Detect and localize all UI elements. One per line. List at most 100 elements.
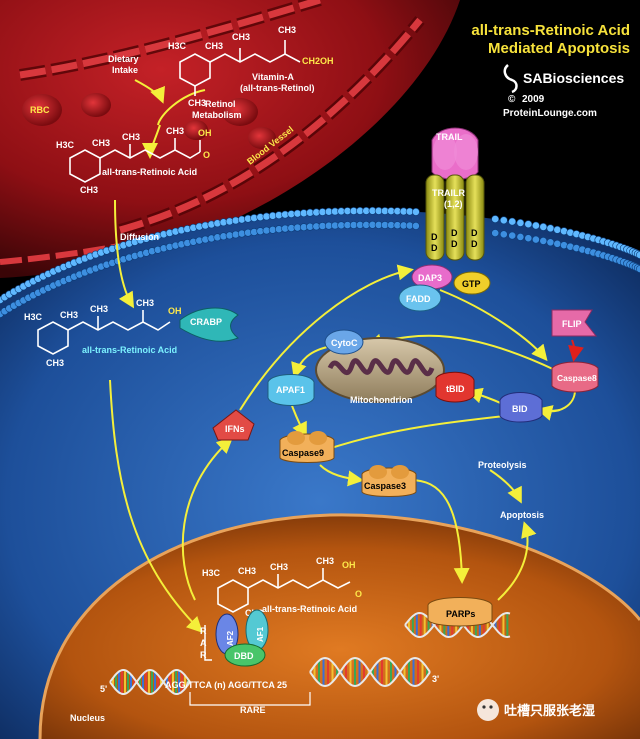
death-domain: D	[431, 243, 438, 253]
title-line-1: all-trans-Retinoic Acid	[471, 22, 630, 39]
header: all-trans-Retinoic Acid Mediated Apoptos…	[471, 22, 630, 119]
death-domain: D	[471, 228, 478, 238]
mitochondrion-label: Mitochondrion	[350, 395, 413, 405]
trailr-chain	[465, 174, 485, 261]
arrow-proteolysis-apoptosis	[489, 469, 522, 504]
chem-ch3: CH3	[136, 298, 154, 308]
chem-ch2oh: CH2OH	[302, 56, 334, 66]
retinoic-acid-vessel-label: all-trans-Retinoic Acid	[102, 167, 197, 177]
nucleus-label: Nucleus	[70, 713, 105, 723]
crabp-label: CRABP	[190, 317, 222, 327]
copyright-year: 2009	[522, 94, 545, 105]
arrow-dap3-casp8	[439, 289, 548, 362]
chem-o: O	[355, 589, 362, 599]
arrow-to-ifns	[181, 437, 233, 601]
arrow-ifn-trail	[239, 264, 414, 411]
retinoic-acid-structure-nucleus	[217, 568, 351, 613]
rare-bracket	[189, 692, 311, 706]
chem-ch3: CH3	[166, 126, 184, 136]
death-domain: D	[451, 228, 458, 238]
gtp-node	[453, 271, 491, 295]
death-domain: D	[471, 239, 478, 249]
title-line-2: Mediated Apoptosis	[488, 40, 630, 57]
cytoc-node	[324, 329, 364, 355]
chem-ch3: CH3	[316, 556, 334, 566]
apaf1-node	[267, 374, 315, 406]
death-domain: D	[451, 239, 458, 249]
chem-ch3: CH3	[205, 41, 223, 51]
bid-node	[499, 392, 543, 423]
brand-logo: SABiosciences	[503, 64, 624, 94]
rbc-cell	[184, 120, 208, 140]
death-domain: D	[431, 232, 438, 242]
brand-name: SABiosciences	[523, 70, 624, 86]
retinoic-acid-structure-vessel	[69, 138, 201, 183]
caspase8-node	[551, 361, 599, 393]
trail-label: TRAIL	[436, 132, 463, 142]
arrow-diffusion	[114, 199, 135, 309]
chem-o: O	[203, 150, 210, 160]
diffusion-label: Diffusion	[120, 232, 159, 242]
rar-letter: R	[200, 650, 207, 660]
trailr-label: TRAILR	[432, 188, 465, 198]
cytoc-label: CytoC	[331, 338, 358, 348]
rbc-cell	[248, 127, 276, 149]
crabp-protein	[179, 307, 239, 342]
chem-ch3: CH3	[92, 138, 110, 148]
arrow-casp3-parps	[409, 479, 470, 584]
chem-ch3: CH3	[232, 32, 250, 42]
parps-node	[427, 597, 493, 627]
brand-icon	[503, 64, 518, 94]
trailr-chain	[445, 174, 465, 261]
cell-membrane	[0, 206, 640, 318]
rar-letter: R	[200, 626, 207, 636]
ifns-label: IFNs	[225, 424, 245, 434]
chem-oh: OH	[168, 306, 182, 316]
chem-ch3: CH3	[238, 566, 256, 576]
retinol-metabolism-line1: Retinol	[205, 99, 236, 109]
chem-h3c: H3C	[168, 41, 187, 51]
rbc-cell	[22, 94, 62, 126]
dietary-intake-line1: Dietary	[108, 54, 139, 64]
vitamin-a-structure	[179, 40, 301, 96]
dbd-domain	[224, 643, 266, 667]
copyright-symbol: ©	[508, 94, 516, 105]
dbd-label: DBD	[234, 651, 254, 661]
parps-label: PARPs	[446, 609, 475, 619]
trail-receptor-complex	[425, 127, 485, 261]
caspase9-label: Caspase9	[282, 448, 324, 458]
apaf1-label: APAF1	[276, 385, 305, 395]
trailr-subunits: (1,2)	[444, 199, 463, 209]
arrow-to-nucleus	[109, 379, 203, 633]
chem-h3c: H3C	[56, 140, 75, 150]
chem-ch3: CH3	[80, 185, 98, 195]
flip-label: FLIP	[562, 319, 582, 329]
arrow-vitamin	[157, 89, 206, 126]
rbc-cell	[81, 93, 111, 117]
dap3-label: DAP3	[418, 273, 442, 283]
retinol-metabolism-line2: Metabolism	[192, 110, 242, 120]
copyright-site: ProteinLounge.com	[503, 108, 597, 119]
rar-bracket	[204, 625, 212, 661]
chem-ch3: CH3	[60, 310, 78, 320]
watermark: 吐槽只服张老湿	[477, 699, 595, 721]
wechat-icon	[477, 699, 499, 721]
gtp-label: GTP	[462, 279, 481, 289]
arrow-flip-inhibit	[568, 339, 584, 362]
proteolysis-label: Proteolysis	[478, 460, 527, 470]
fadd-label: FADD	[406, 294, 431, 304]
rbc-cell	[222, 98, 258, 126]
tbid-node	[435, 371, 475, 403]
arrow-parps-apoptosis	[497, 521, 537, 601]
rare-label: RARE	[240, 705, 266, 715]
rar-letter: A	[200, 638, 207, 648]
caspase3-label: Caspase3	[364, 481, 406, 491]
arrow-casp9-casp3	[319, 464, 364, 487]
flip-node	[551, 309, 598, 337]
vitamin-a-line2: (all-trans-Retinol)	[240, 83, 315, 93]
trailr-chain	[425, 174, 445, 261]
dna-helices	[109, 611, 511, 696]
chem-ch3: CH3	[188, 98, 206, 108]
